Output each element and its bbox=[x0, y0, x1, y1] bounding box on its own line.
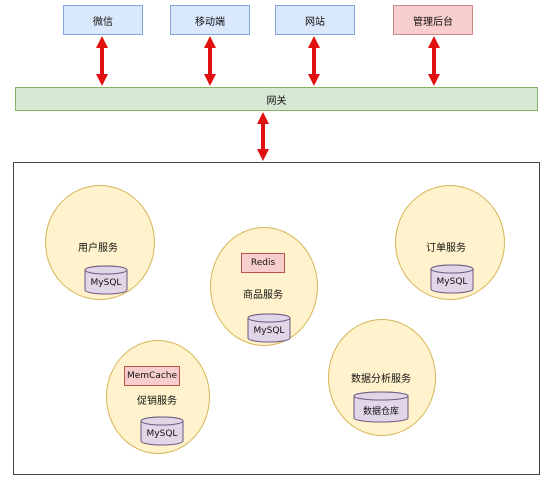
user-service-label: 用户服务 bbox=[78, 243, 118, 254]
analytics-service-label: 数据分析服务 bbox=[351, 374, 411, 385]
client-weixin-box: 微信 bbox=[63, 5, 143, 35]
database-cylinder-icon bbox=[247, 313, 291, 343]
promotion-service-db: MySQL bbox=[140, 416, 184, 446]
promotion-service-label: 促销服务 bbox=[137, 396, 177, 407]
user-service-db-label: MySQL bbox=[90, 278, 122, 288]
product-service-label: 商品服务 bbox=[243, 290, 283, 301]
client-admin-label: 管理后台 bbox=[413, 16, 453, 28]
client-mobile-label: 移动端 bbox=[195, 16, 225, 28]
gateway-label: 网关 bbox=[266, 95, 287, 107]
client-admin-box: 管理后台 bbox=[393, 5, 473, 35]
order-service-db-label: MySQL bbox=[436, 277, 468, 287]
client-mobile-box: 移动端 bbox=[170, 5, 250, 35]
order-service-db: MySQL bbox=[430, 264, 474, 294]
gateway-bar: 网关 bbox=[15, 87, 538, 111]
client-weixin-label: 微信 bbox=[93, 16, 113, 28]
promotion-service-cache: MemCache bbox=[124, 366, 180, 386]
database-cylinder-icon bbox=[140, 416, 184, 446]
promotion-service-cache-label: MemCache bbox=[126, 371, 178, 381]
user-service-db: MySQL bbox=[84, 265, 128, 295]
analytics-service-db: 数据仓库 bbox=[353, 391, 409, 423]
product-service-cache: Redis bbox=[241, 253, 285, 273]
client-website-box: 网站 bbox=[275, 5, 355, 35]
database-cylinder-icon bbox=[353, 391, 409, 423]
promotion-service-db-label: MySQL bbox=[146, 429, 178, 439]
database-cylinder-icon bbox=[430, 264, 474, 294]
product-service-cache-label: Redis bbox=[250, 258, 276, 268]
analytics-service-db-label: 数据仓库 bbox=[362, 406, 399, 417]
product-service-db: MySQL bbox=[247, 313, 291, 343]
client-website-label: 网站 bbox=[305, 16, 325, 28]
database-cylinder-icon bbox=[84, 265, 128, 295]
product-service-db-label: MySQL bbox=[253, 326, 285, 336]
order-service-label: 订单服务 bbox=[426, 243, 466, 254]
